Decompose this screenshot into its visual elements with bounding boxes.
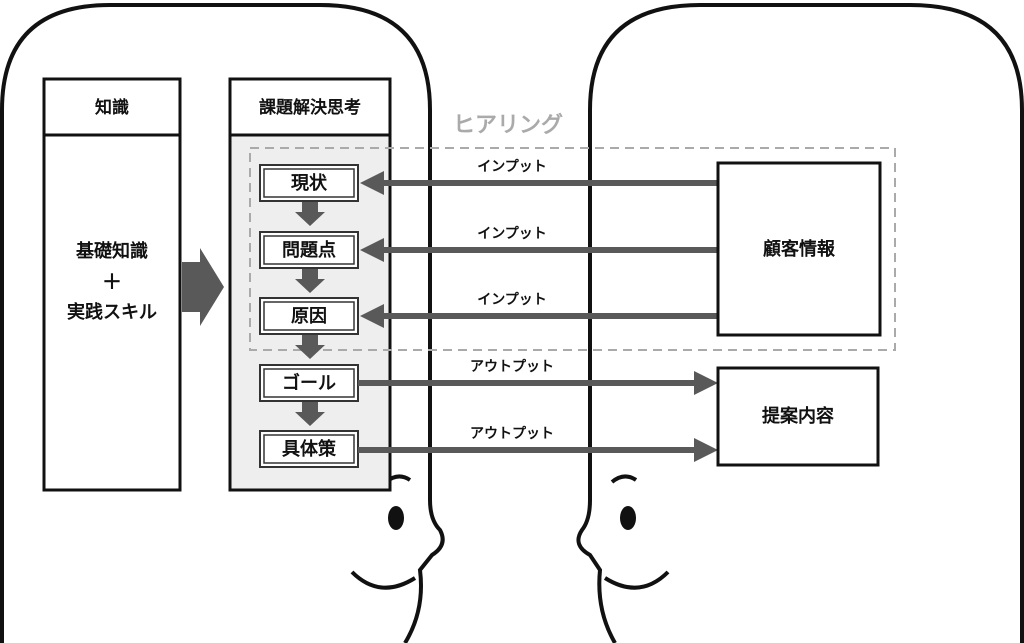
step-label: 問題点 (282, 239, 336, 261)
knowledge-line2: 実践スキル (67, 301, 157, 323)
flow-label: アウトプット (470, 426, 554, 442)
thinking-title: 課題解決思考 (259, 97, 361, 118)
right-head (576, 2, 1024, 643)
step-box-1 (259, 231, 359, 269)
step-label: ゴール (282, 372, 336, 394)
knowledge-line1: 基礎知識 (75, 240, 148, 262)
step-box-3 (259, 364, 359, 402)
hearing-label: ヒアリング (453, 112, 563, 138)
step-label: 原因 (291, 306, 327, 327)
big-right-arrow (182, 248, 224, 326)
customer-info-label: 顧客情報 (763, 238, 836, 260)
flow-label: インプット (477, 226, 547, 242)
knowledge-box (42, 77, 182, 492)
hearing-region (249, 147, 896, 351)
step-label: 具体策 (282, 438, 337, 460)
knowledge-title: 知識 (94, 97, 129, 118)
step-box-4 (259, 430, 359, 468)
left-face (350, 474, 417, 590)
step-box-2 (259, 297, 359, 335)
flow-label: インプット (477, 159, 547, 175)
proposal-label: 提案内容 (762, 405, 834, 427)
flow-label: インプット (477, 292, 547, 308)
right-face (603, 474, 670, 590)
proposal-box (716, 366, 880, 467)
customer-info-box (716, 161, 882, 337)
left-head (0, 2, 445, 643)
step-down-arrows (295, 202, 325, 426)
step-label: 現状 (291, 172, 328, 194)
flow-label: アウトプット (470, 359, 554, 375)
knowledge-plus: ＋ (102, 270, 122, 294)
step-box-0 (259, 164, 359, 202)
